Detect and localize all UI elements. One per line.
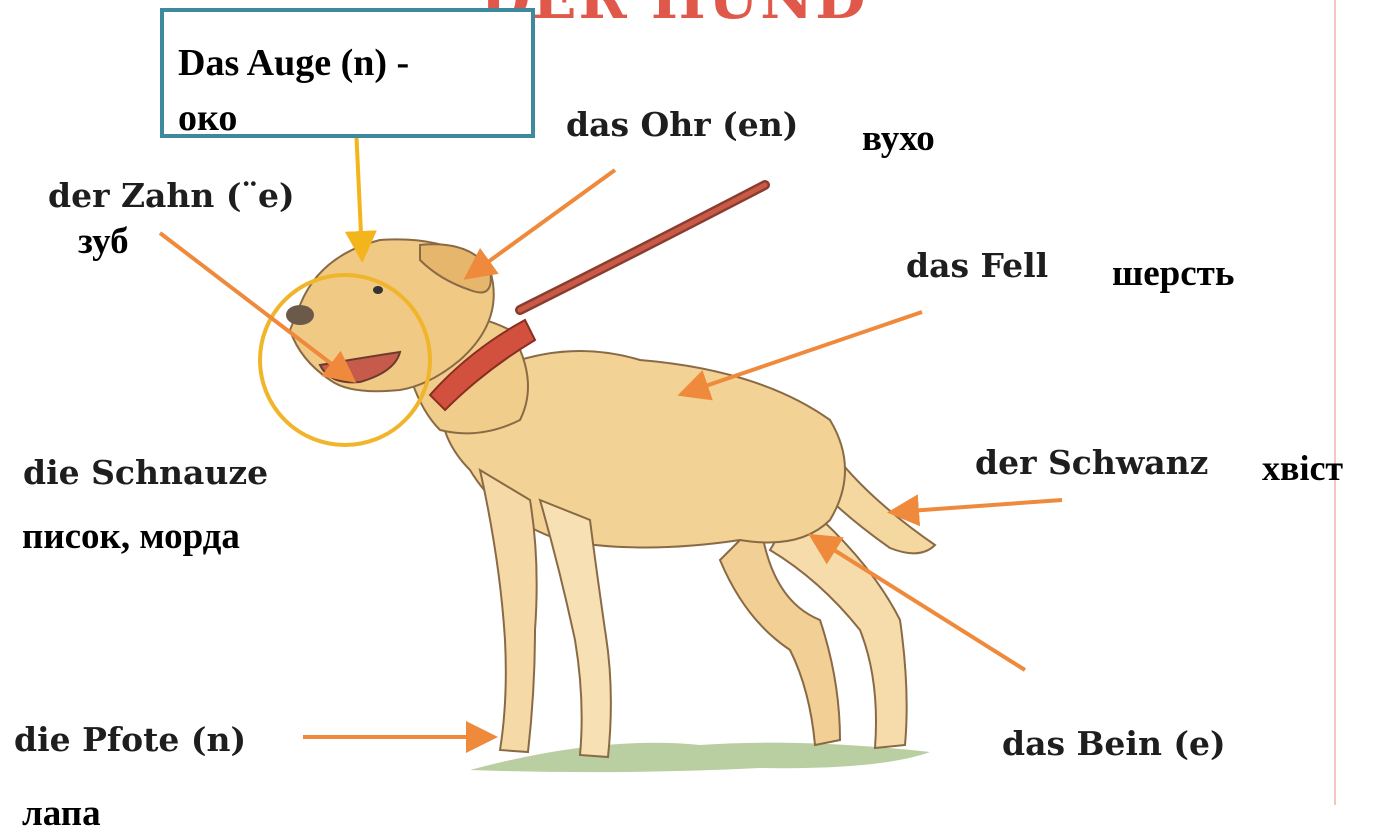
label-schnauze-de: die Schnauze <box>23 453 269 492</box>
label-schnauze-ua: писок, морда <box>22 516 240 557</box>
arrow-fell <box>677 310 923 401</box>
label-pfote-ua: лапа <box>22 793 101 834</box>
label-ohr-de: das Ohr (en) <box>566 105 799 144</box>
auge-label-de: Das Auge (n) - <box>178 42 410 84</box>
label-pfote-de: die Pfote (n) <box>14 720 247 759</box>
label-fell-de: das Fell <box>906 246 1049 285</box>
label-schwanz-ua: хвіст <box>1262 448 1344 488</box>
slide-title: DER HUND <box>480 0 868 32</box>
grass-shape <box>470 742 930 773</box>
label-zahn-ua: зуб <box>78 221 129 262</box>
auge-label-ua: око <box>178 97 238 139</box>
arrow-zahn <box>158 231 357 383</box>
auge-label-text: Das Auge (n) - око <box>178 36 518 146</box>
label-fell-ua: шерсть <box>1112 253 1235 294</box>
label-zahn-de: der Zahn (¨e) <box>48 176 295 215</box>
label-schwanz-de: der Schwanz <box>975 443 1209 482</box>
label-bein-de: das Bein (e) <box>1002 724 1226 763</box>
arrow-bein <box>808 533 1027 672</box>
snout-highlight-circle <box>258 273 432 447</box>
label-ohr-ua: вухо <box>862 118 935 159</box>
auge-label-box <box>160 8 535 138</box>
right-border-line <box>1334 0 1336 805</box>
arrow-schwanz <box>887 494 1063 527</box>
arrow-ohr <box>463 168 617 280</box>
